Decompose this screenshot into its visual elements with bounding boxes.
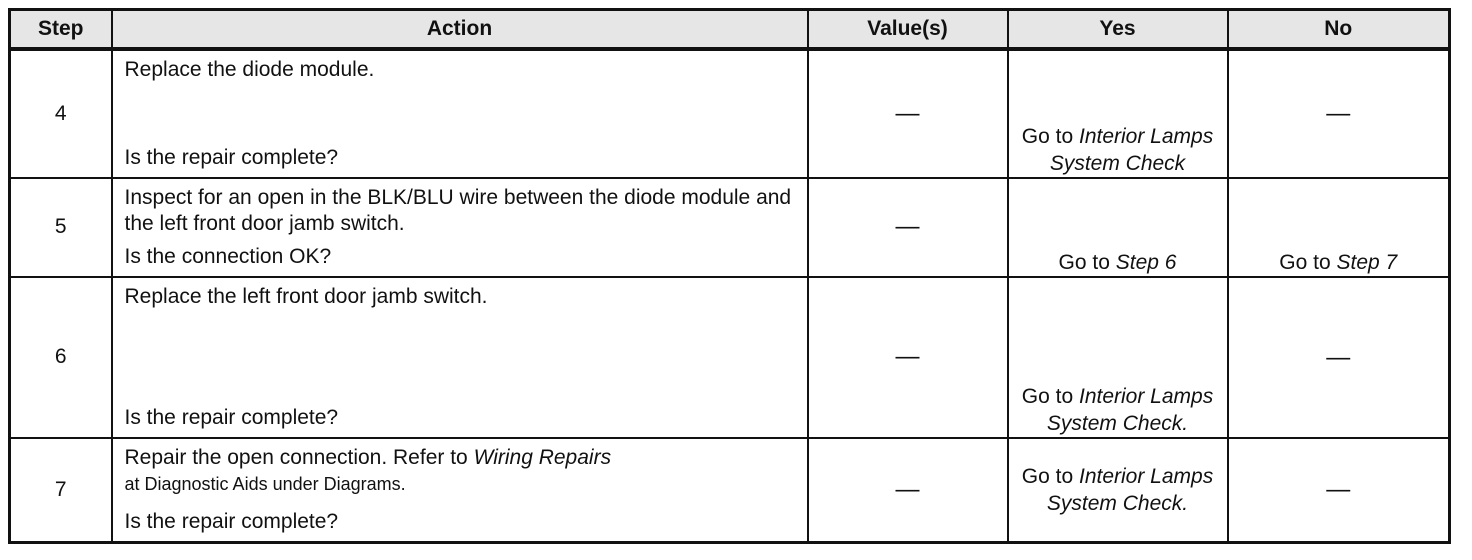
action-text: Replace the diode module. [124, 58, 375, 81]
yes-cell: Go to Interior Lamps System Check. [1006, 436, 1229, 544]
action-cell: Repair the open connection. Refer to Wir… [110, 436, 809, 544]
value-cell: — [806, 176, 1009, 278]
table-row-step-5: 5 Inspect for an open in the BLK/BLU wir… [8, 176, 1451, 278]
header-values: Value(s) [806, 8, 1009, 51]
table-row-step-4: 4 Replace the diode module. Is the repai… [8, 48, 1451, 179]
yes-cell: Go to Step 6 [1006, 176, 1229, 278]
action-text-prefix: Repair the open connection. Refer to [124, 445, 474, 469]
yes-prefix: Go to [1021, 384, 1079, 408]
yes-link: Interior Lamps System Check. [1046, 464, 1214, 515]
no-cell: — [1226, 436, 1451, 544]
yes-prefix: Go to [1021, 464, 1079, 488]
step-number: 4 [8, 48, 113, 179]
header-yes: Yes [1006, 8, 1229, 51]
table-row-step-7: 7 Repair the open connection. Refer to W… [8, 436, 1451, 544]
yes-link: Step 6 [1115, 250, 1177, 274]
header-row: Step Action Value(s) Yes No [8, 8, 1451, 51]
yes-link: Interior Lamps System Check [1049, 124, 1214, 175]
yes-link: Interior Lamps System Check. [1046, 384, 1214, 435]
action-question: Is the repair complete? [124, 405, 339, 429]
header-action: Action [110, 8, 809, 51]
no-cell: — [1226, 48, 1451, 179]
action-text: Replace the left front door jamb switch. [124, 284, 488, 308]
yes-cell: Go to Interior Lamps System Check [1006, 48, 1229, 179]
yes-prefix: Go to [1058, 250, 1116, 274]
action-text: Inspect for an open in the BLK/BLU wire … [124, 185, 792, 235]
no-link: Step 7 [1336, 250, 1398, 274]
header-no: No [1226, 8, 1451, 51]
action-question: Is the connection OK? [124, 244, 332, 268]
yes-prefix: Go to [1021, 124, 1079, 148]
action-cell: Replace the diode module. Is the repair … [110, 48, 809, 179]
step-number: 6 [8, 275, 113, 439]
header-step: Step [8, 8, 113, 51]
action-text: Repair the open connection. Refer to Wir… [125, 445, 799, 497]
no-cell: — [1226, 275, 1451, 439]
wiring-repairs-reference: Wiring Repairs [473, 445, 612, 469]
no-cell: Go to Step 7 [1226, 176, 1451, 278]
value-cell: — [806, 275, 1009, 439]
action-cell: Inspect for an open in the BLK/BLU wire … [110, 176, 809, 278]
step-number: 5 [8, 176, 113, 278]
step-number: 7 [8, 436, 113, 544]
yes-cell: Go to Interior Lamps System Check. [1006, 275, 1229, 439]
value-cell: — [806, 436, 1009, 544]
diagnostic-table: Step Action Value(s) Yes No 4 Replace th… [8, 8, 1451, 544]
action-question: Is the repair complete? [124, 145, 339, 169]
action-text-line2: at Diagnostic Aids under Diagrams. [124, 473, 406, 494]
table-row-step-6: 6 Replace the left front door jamb switc… [8, 275, 1451, 439]
no-prefix: Go to [1279, 250, 1337, 274]
value-cell: — [806, 48, 1009, 179]
action-cell: Replace the left front door jamb switch.… [110, 275, 809, 439]
action-question: Is the repair complete? [124, 510, 339, 533]
